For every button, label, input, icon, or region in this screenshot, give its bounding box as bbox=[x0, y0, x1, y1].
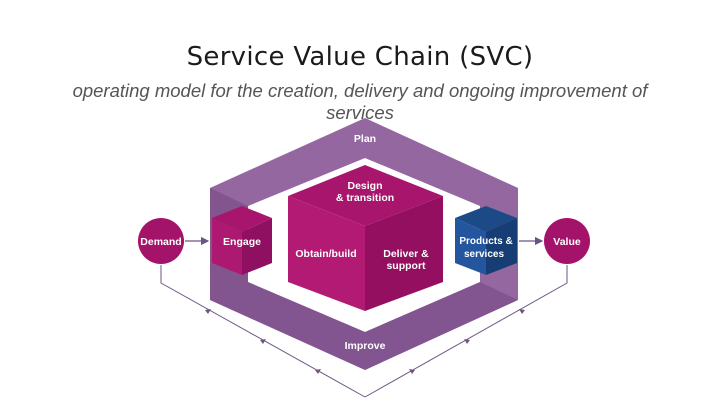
design-label-line1: Design bbox=[347, 180, 382, 192]
engage-label: Engage bbox=[223, 236, 261, 248]
value-feedback-loop-left bbox=[160, 265, 366, 398]
demand-label: Demand bbox=[140, 236, 181, 248]
deliver-label-line2: support bbox=[386, 260, 426, 272]
value-circle bbox=[544, 218, 590, 264]
products-label-line2: services bbox=[464, 249, 504, 260]
value-label: Value bbox=[553, 236, 581, 248]
engage-cube-right-face bbox=[242, 218, 272, 275]
products-cube-top-face bbox=[455, 206, 517, 232]
products-label-line1: Products & bbox=[459, 236, 512, 247]
engage-cube-left-face bbox=[212, 218, 242, 275]
central-cube-right-face bbox=[365, 196, 443, 311]
improve-label: Improve bbox=[345, 340, 386, 352]
central-cube-top-face bbox=[288, 165, 443, 226]
demand-circle bbox=[138, 218, 184, 264]
obtain-build-label: Obtain/build bbox=[295, 248, 356, 260]
products-cube-left-face bbox=[455, 218, 486, 275]
slide-subtitle: operating model for the creation, delive… bbox=[72, 80, 648, 123]
deliver-label-line1: Deliver & bbox=[383, 248, 429, 260]
feedback-loop-chevrons bbox=[205, 309, 525, 374]
plan-label: Plan bbox=[354, 133, 376, 145]
svc-frame-bottom-shade bbox=[210, 282, 518, 370]
design-label-line2: & transition bbox=[336, 192, 394, 204]
slide-title: Service Value Chain (SVC) bbox=[186, 42, 534, 72]
engage-cube-top-face bbox=[212, 206, 272, 232]
products-cube-right-face bbox=[486, 218, 517, 275]
value-feedback-loop-right bbox=[364, 265, 568, 398]
central-cube-left-face bbox=[288, 196, 365, 311]
svc-outer-frame bbox=[210, 118, 518, 370]
